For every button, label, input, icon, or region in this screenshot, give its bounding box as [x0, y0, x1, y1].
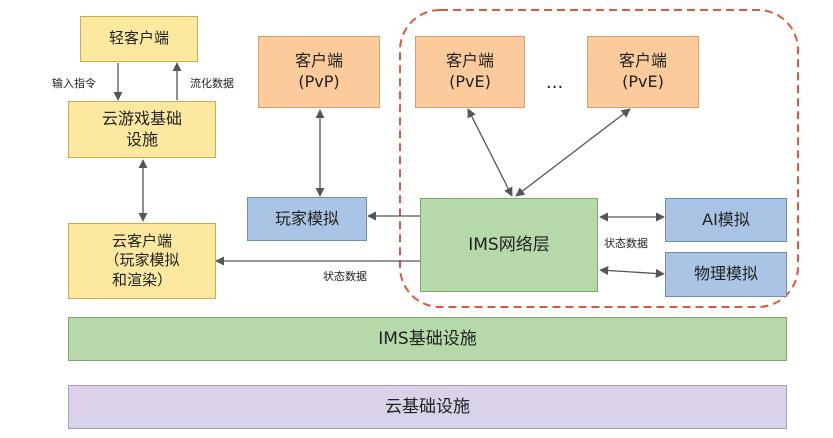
- cloud-game-infra-label-1: 云游戏基础: [101, 108, 182, 128]
- pvp-client-label-2: (PvP): [298, 72, 340, 91]
- ims-network-box: IMS网络层: [420, 198, 598, 292]
- pve-client-a-label-2: (PvE): [449, 72, 491, 91]
- stream-data-label: 流化数据: [190, 77, 234, 90]
- cloud-client-label-3: 和渲染）: [111, 270, 172, 289]
- pve-client-b-label-1: 客户端: [618, 51, 667, 71]
- ai-sim-label: AI模拟: [702, 209, 750, 229]
- cloud-client-label-2: （玩家模拟: [104, 251, 180, 270]
- cloud-game-infra-label-2: 设施: [125, 129, 158, 149]
- cloud-client-box: 云客户端 （玩家模拟 和渲染）: [68, 223, 216, 299]
- arrow-pvea-ims: [467, 108, 513, 197]
- physics-sim-box: 物理模拟: [665, 252, 787, 297]
- player-sim-box: 玩家模拟: [247, 197, 367, 241]
- cloud-client-label-1: 云客户端: [111, 231, 172, 250]
- cloud-game-infra-box: 云游戏基础 设施: [68, 101, 216, 158]
- state-data-left-label: 状态数据: [323, 270, 367, 283]
- arrow-ims-physics: [599, 265, 665, 279]
- physics-sim-label: 物理模拟: [693, 264, 758, 284]
- thin-client-label: 轻客户端: [108, 29, 169, 48]
- pvp-client-box: 客户端 (PvP): [258, 36, 380, 108]
- ellipsis: ...: [546, 72, 564, 93]
- player-sim-label: 玩家模拟: [274, 208, 339, 228]
- arrow-pveb-ims: [515, 108, 631, 197]
- ims-infra-bar: IMS基础设施: [68, 317, 787, 361]
- thin-client-box: 轻客户端: [80, 16, 198, 62]
- input-commands-label: 输入指令: [52, 77, 96, 90]
- pve-dashed-region: [399, 9, 799, 308]
- pve-client-b-box: 客户端 (PvE): [587, 36, 699, 108]
- cloud-infra-bar: 云基础设施: [68, 385, 787, 429]
- ai-sim-box: AI模拟: [665, 198, 787, 242]
- pve-client-b-label-2: (PvE): [622, 72, 664, 91]
- pve-client-a-box: 客户端 (PvE): [415, 36, 525, 108]
- state-data-right-label: 状态数据: [604, 237, 648, 250]
- ims-network-label: IMS网络层: [468, 234, 550, 255]
- ims-infra-label: IMS基础设施: [378, 328, 477, 349]
- cloud-infra-label: 云基础设施: [385, 396, 470, 417]
- pve-client-a-label-1: 客户端: [445, 51, 494, 71]
- pvp-client-label-1: 客户端: [294, 51, 343, 71]
